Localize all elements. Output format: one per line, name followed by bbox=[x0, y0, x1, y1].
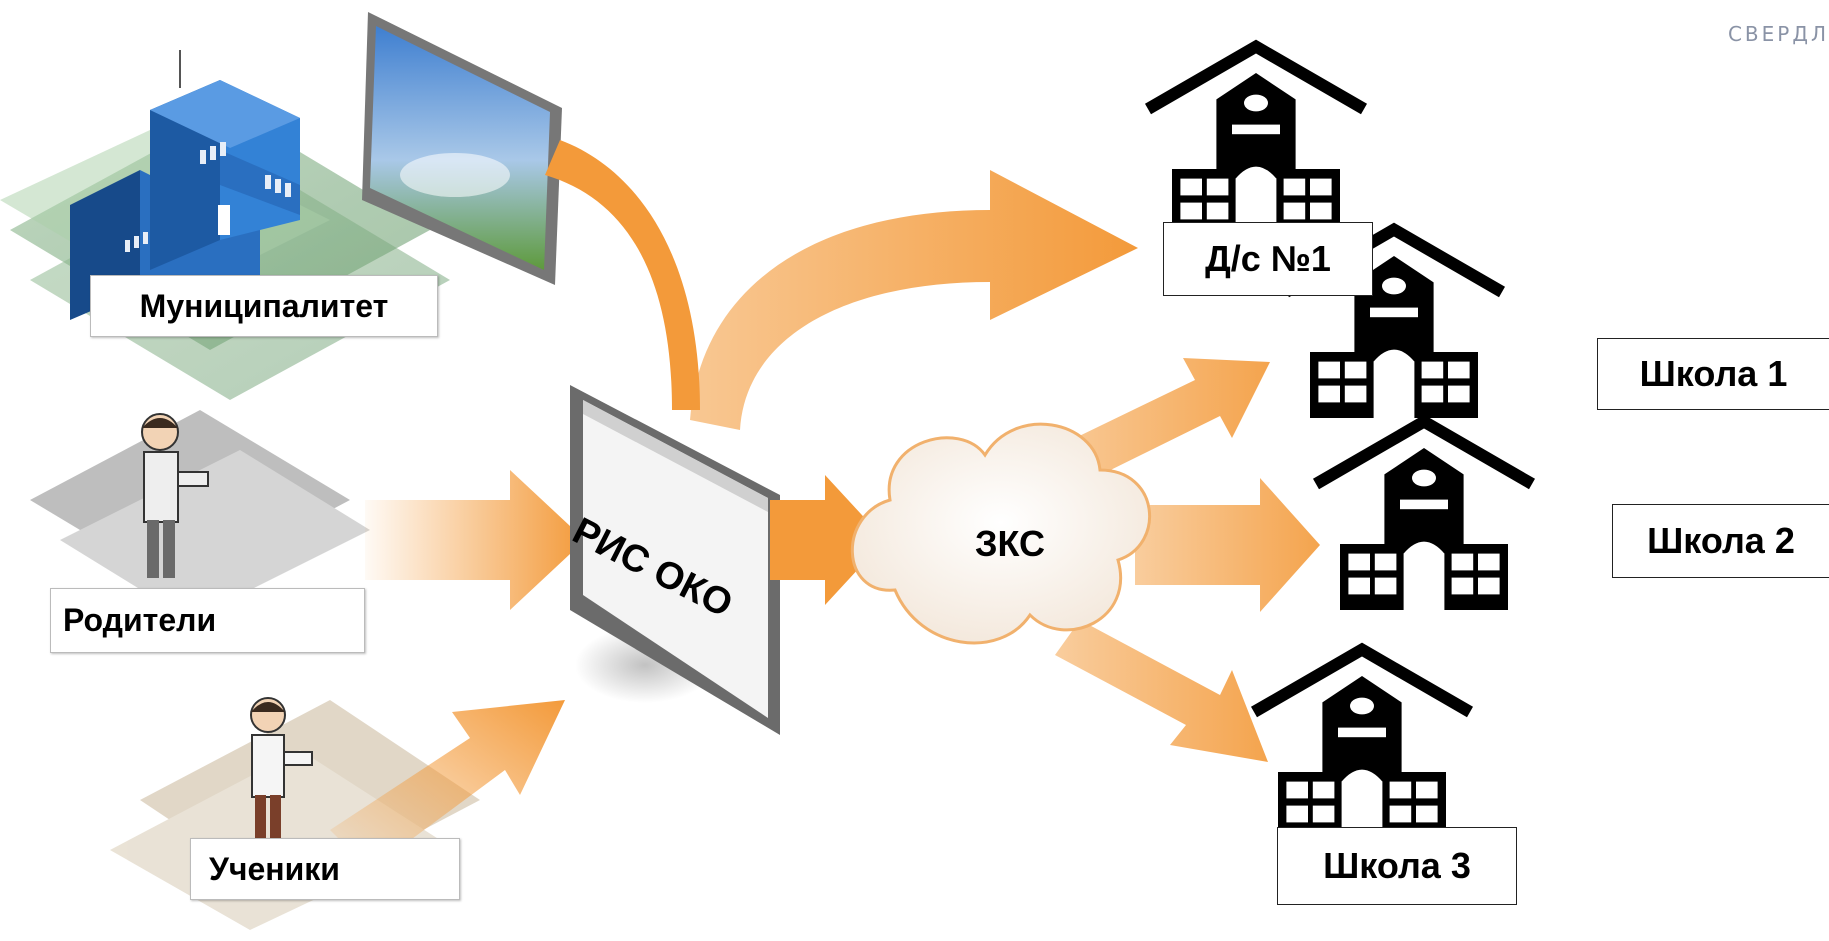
monitor-icon bbox=[362, 12, 562, 285]
parents-label: Родители bbox=[50, 588, 365, 653]
parents-ground bbox=[30, 410, 370, 620]
school-building-icon bbox=[1144, 39, 1368, 236]
arrow-hub-to-network bbox=[770, 475, 885, 605]
person-icon bbox=[141, 413, 209, 578]
school-building-icon bbox=[1250, 642, 1474, 838]
arrow-hub-to-kindergarten bbox=[690, 170, 1138, 430]
kindergarten-1-label: Д/с №1 bbox=[1163, 222, 1373, 296]
cloud-icon bbox=[850, 422, 1152, 645]
municipality-label: Муниципалитет bbox=[90, 275, 438, 337]
school-3-label: Школа 3 bbox=[1277, 827, 1517, 905]
corner-logo-text: СВЕРДЛ bbox=[1727, 22, 1829, 46]
arrow-network-to-school-3 bbox=[1055, 620, 1268, 762]
network-label: ЗКС bbox=[975, 523, 1046, 564]
person-icon bbox=[250, 697, 313, 850]
arrow-students-to-hub bbox=[330, 700, 565, 870]
hub-monitor-icon bbox=[570, 385, 780, 735]
arrow-parents-to-hub bbox=[365, 470, 585, 610]
school-building-icon bbox=[1312, 414, 1536, 610]
school-2-label: Школа 2 bbox=[1612, 504, 1829, 578]
students-label: Ученики bbox=[190, 838, 460, 900]
arrow-municipality-to-hub bbox=[545, 140, 700, 410]
school-1-label: Школа 1 bbox=[1597, 338, 1829, 410]
arrow-network-to-school-2 bbox=[1135, 478, 1320, 612]
